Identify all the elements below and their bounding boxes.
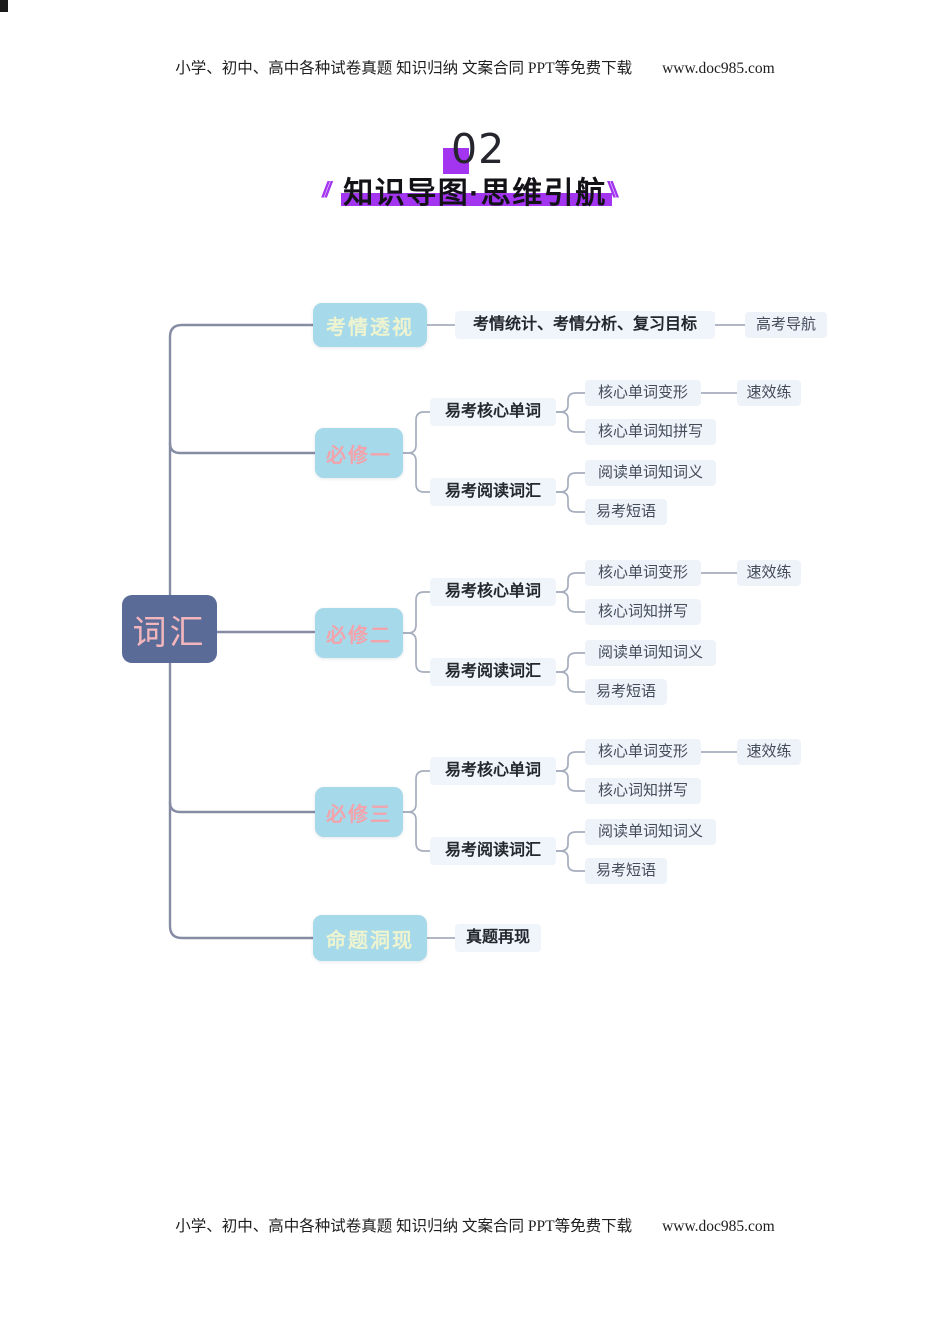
page-header: 小学、初中、高中各种试卷真题 知识归纳 文案合同 PPT等免费下载 www.doc… [0, 56, 950, 78]
node-core-word-forms: 核心单词变形 [585, 739, 701, 765]
node-phrases: 易考短语 [585, 679, 667, 705]
node-quick-practice: 速效练 [737, 560, 801, 586]
node-core-word-spelling: 核心词知拼写 [585, 599, 701, 625]
branch-exam-insight: 考情透视 [313, 303, 427, 347]
mindmap: 词汇 考情透视 考情统计、考情分析、复习目标 高考导航 核心单词变形 速效练 易… [0, 290, 950, 970]
branch-bixiu-1: 必修一 [315, 428, 403, 478]
node-core-words: 易考核心单词 [430, 578, 556, 606]
node-phrases: 易考短语 [585, 858, 667, 884]
node-quick-practice: 速效练 [737, 380, 801, 406]
node-real-questions: 真题再现 [455, 924, 541, 952]
node-core-word-spelling: 核心单词知拼写 [585, 419, 716, 445]
footer-site-url: www.doc985.com [662, 1218, 775, 1235]
accent-square [443, 148, 469, 174]
left-slashes-icon: // [322, 177, 331, 202]
node-exam-stats: 考情统计、考情分析、复习目标 [455, 311, 715, 339]
node-core-word-forms: 核心单词变形 [585, 380, 701, 406]
node-reading-word-meaning: 阅读单词知词义 [585, 819, 716, 845]
node-phrases: 易考短语 [585, 499, 667, 525]
section-number-block: 02 [0, 124, 950, 176]
node-gaokao-guide: 高考导航 [745, 312, 827, 338]
page-corner-mark [0, 0, 8, 12]
module-block-2: 核心单词变形 速效练 易考核心单词 核心词知拼写 必修二 阅读单词知词义 易考阅… [0, 560, 950, 706]
header-site-url: www.doc985.com [662, 60, 775, 77]
page-footer: 小学、初中、高中各种试卷真题 知识归纳 文案合同 PPT等免费下载 www.doc… [0, 1214, 950, 1236]
node-reading-vocab: 易考阅读词汇 [430, 837, 556, 865]
node-reading-vocab: 易考阅读词汇 [430, 658, 556, 686]
module-block-3: 核心单词变形 速效练 易考核心单词 核心词知拼写 必修三 阅读单词知词义 易考阅… [0, 739, 950, 885]
node-reading-vocab: 易考阅读词汇 [430, 478, 556, 506]
node-core-words: 易考核心单词 [430, 398, 556, 426]
title-underline-bar [341, 193, 612, 206]
node-reading-word-meaning: 阅读单词知词义 [585, 460, 716, 486]
footer-notice-text: 小学、初中、高中各种试卷真题 知识归纳 文案合同 PPT等免费下载 [175, 1218, 633, 1235]
branch-bixiu-3: 必修三 [315, 787, 403, 837]
node-core-word-forms: 核心单词变形 [585, 560, 701, 586]
section-title-block: // // 知识导图·思维引航 [0, 168, 950, 212]
header-notice-text: 小学、初中、高中各种试卷真题 知识归纳 文案合同 PPT等免费下载 [175, 60, 633, 77]
node-reading-word-meaning: 阅读单词知词义 [585, 640, 716, 666]
node-core-word-spelling: 核心词知拼写 [585, 778, 701, 804]
node-core-words: 易考核心单词 [430, 757, 556, 785]
root-node: 词汇 [122, 595, 217, 663]
branch-proposition: 命题洞现 [313, 915, 427, 961]
node-quick-practice: 速效练 [737, 739, 801, 765]
section-number: 02 [451, 125, 506, 173]
module-block-1: 核心单词变形 速效练 易考核心单词 核心单词知拼写 必修一 阅读单词知词义 易考… [0, 380, 950, 526]
section-title: 知识导图·思维引航 [343, 177, 607, 210]
branch-bixiu-2: 必修二 [315, 608, 403, 658]
